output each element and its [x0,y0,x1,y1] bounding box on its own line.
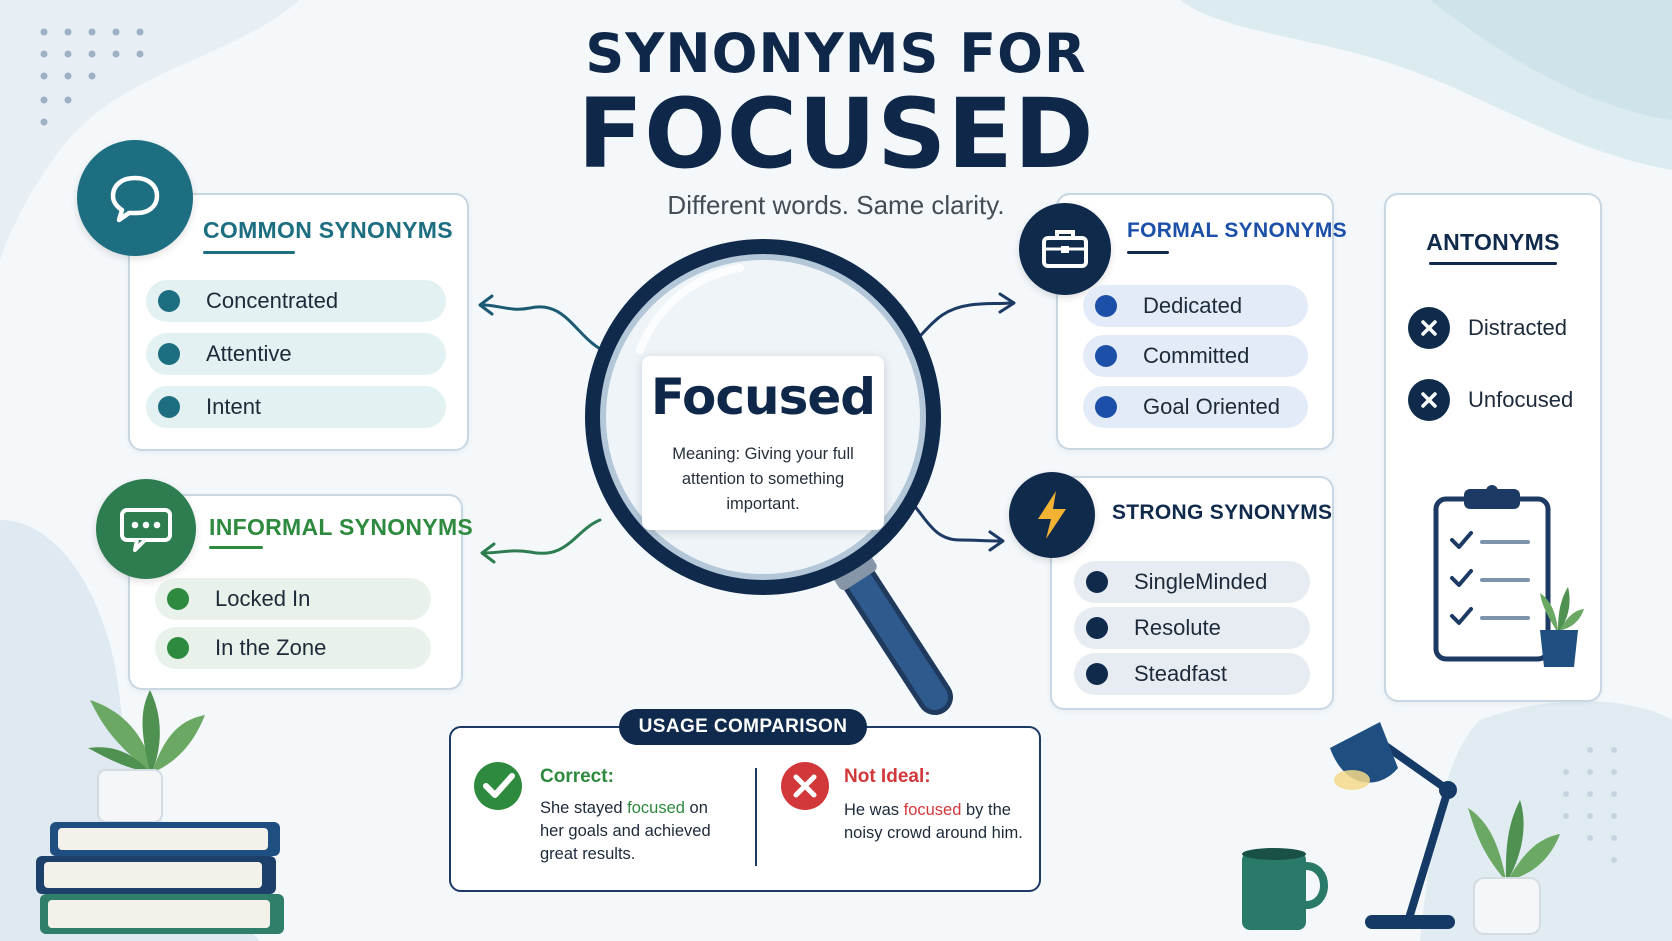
close-icon [1408,307,1450,349]
bullet-dot [1086,617,1108,639]
list-item: In the Zone [155,627,431,669]
informal-synonyms-heading: INFORMAL SYNONYMS [209,514,474,540]
strong-synonyms-heading: STRONG SYNONYMS [1112,501,1333,524]
synonym-label: Dedicated [1143,293,1243,318]
formal-synonyms-heading: FORMAL SYNONYMS [1127,219,1347,242]
antonym-item: Unfocused [1408,379,1573,421]
common-synonyms-heading: COMMON SYNONYMS [203,217,453,243]
list-item: Goal Oriented [1083,386,1308,428]
antonym-item: Distracted [1408,307,1567,349]
desk-illustration [1242,722,1560,935]
bullet-dot [1095,396,1117,418]
connector-arrows [478,292,1016,564]
chat-dots-icon [96,479,196,579]
page-title-line1: SYNONYMS FOR [585,22,1087,85]
bullet-dot [158,396,180,418]
common-heading-rule [203,251,295,254]
usage-correct-text: She stayed focused on her goals and achi… [540,797,730,866]
list-item: Intent [146,386,446,428]
synonym-label: Steadfast [1134,661,1227,686]
center-definition-card: Focused Meaning: Giving your full attent… [642,356,884,530]
bullet-dot [1095,295,1117,317]
page-tagline: Different words. Same clarity. [667,190,1005,220]
dot-grid-top-left [40,28,144,126]
bullet-dot [167,588,189,610]
usage-not-ideal-heading: Not Ideal: [844,766,931,787]
highlighted-keyword: focused [903,801,962,819]
bullet-dot [158,343,180,365]
speech-bubble-icon [77,140,193,256]
check-circle-icon [474,762,522,810]
close-icon [1408,379,1450,421]
usage-divider [755,768,757,866]
list-item: Steadfast [1074,653,1310,695]
synonym-label: SingleMinded [1134,569,1268,594]
x-circle-icon [781,762,829,810]
synonym-label: Concentrated [206,288,339,313]
bullet-dot [167,637,189,659]
antonyms-heading: ANTONYMS [1426,229,1560,255]
bullet-dot [1086,571,1108,593]
lightning-icon [1009,472,1095,558]
antonym-label: Distracted [1468,315,1568,340]
sentence-end: on her goals and achieved great results. [540,799,711,863]
bullet-dot [1095,345,1117,367]
synonym-label: Resolute [1134,615,1221,640]
synonym-label: In the Zone [215,635,327,660]
dot-grid-bottom-right [1563,747,1617,863]
list-item: Committed [1083,335,1308,377]
center-meaning: Meaning: Giving your full attention to s… [672,445,854,513]
list-item: Locked In [155,578,431,620]
list-item: Attentive [146,333,446,375]
briefcase-icon [1019,203,1111,295]
list-item: Resolute [1074,607,1310,649]
synonym-label: Goal Oriented [1143,394,1280,419]
usage-comparison-label: USAGE COMPARISON [619,709,867,745]
page-title-line2: FOCUSED [577,78,1095,190]
list-item: Dedicated [1083,285,1308,327]
center-word: Focused [650,368,876,426]
synonym-label: Locked In [215,586,311,611]
sentence-start: He was [844,801,904,819]
informal-heading-rule [209,546,263,549]
synonym-label: Intent [206,394,262,419]
bullet-dot [158,290,180,312]
usage-not-ideal-text: He was focused by the noisy crowd around… [844,799,1034,845]
books-and-plant-illustration [36,690,284,934]
antonyms-heading-rule [1429,262,1557,265]
list-item: Concentrated [146,280,446,322]
usage-correct-heading: Correct: [540,766,614,787]
antonym-label: Unfocused [1468,387,1574,412]
synonym-label: Attentive [206,341,292,366]
synonym-label: Committed [1143,343,1250,368]
list-item: SingleMinded [1074,561,1310,603]
sentence-end: by the noisy crowd around him. [844,801,1023,842]
bullet-dot [1086,663,1108,685]
sentence-start: She stayed [540,799,628,817]
clipboard-icon [1433,485,1584,667]
highlighted-keyword: focused [627,799,685,817]
formal-heading-rule [1127,251,1169,254]
